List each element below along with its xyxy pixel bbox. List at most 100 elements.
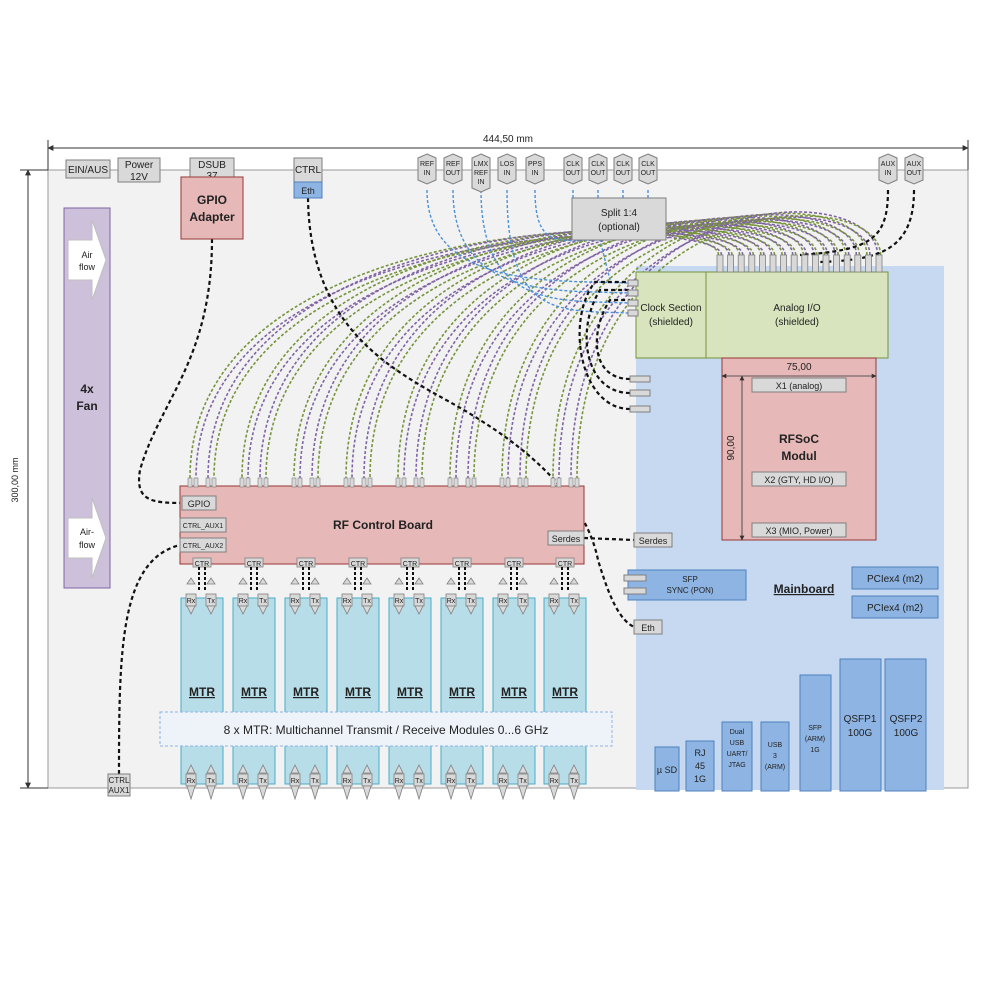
lmx-ref-in-label-3: IN [478, 179, 485, 186]
mtr-label: MTR [501, 685, 527, 699]
rf-board-pin [205, 477, 211, 488]
mtr-tx-bottom-label: Tx [259, 778, 267, 785]
cable [585, 288, 631, 395]
rj45-label-1: RJ [695, 748, 706, 758]
splitter-label-1: Split 1:4 [601, 208, 638, 219]
mtr-tx-top-label: Tx [467, 598, 475, 605]
airflow-top-label-1: Air [82, 250, 93, 260]
clock-section-label-2: (shielded) [649, 317, 693, 328]
serdes-port-label: Serdes [639, 536, 668, 546]
dual-usb-port [721, 721, 753, 792]
rj45-label-3: 1G [694, 774, 706, 784]
pps-in-label-2: IN [532, 170, 539, 177]
ref-out-label-1: REF [446, 161, 460, 168]
mtr-rx-bottom-label: Rx [291, 778, 300, 785]
rf-board-pin [297, 477, 303, 488]
cable [583, 536, 635, 542]
cable [552, 212, 868, 479]
gpio-adapter-label-1: GPIO [197, 193, 227, 207]
clk-out-2-label-2: OUT [591, 170, 607, 177]
analog-pin [748, 254, 756, 273]
mtr-rx-top-label: Rx [395, 598, 404, 605]
ctrl-aux1-bottom-label-1: CTRL [109, 776, 130, 785]
mtr-rx-bottom-label: Rx [239, 778, 248, 785]
top-connectors: EIN/AUS Power 12V DSUB 37 CTRL Eth [65, 157, 323, 199]
cable [452, 189, 629, 294]
analog-pin [822, 254, 830, 273]
cable [317, 228, 776, 479]
rfsoc-x1-label: X1 (analog) [776, 381, 823, 391]
qsfp1-label-2: 100G [848, 728, 873, 739]
rf-board-pin [349, 477, 355, 488]
rf-board-pin [523, 477, 529, 488]
clk-out-4-label-1: CLK [641, 161, 655, 168]
analog-pin [854, 254, 862, 273]
mainboard: Mainboard SFP SYNC (PON) PCIex4 (m2) PCI… [623, 566, 939, 792]
analog-pin [812, 254, 819, 273]
qsfp2-port [884, 658, 927, 792]
cable [403, 224, 808, 479]
mtr-rx-top-label: Rx [447, 598, 456, 605]
mtr-tx-bottom-label: Tx [415, 778, 423, 785]
mtr-tx-top-label: Tx [519, 598, 527, 605]
cable [480, 189, 629, 304]
dual-usb-label-3: UART/ [727, 751, 748, 758]
rf-serdes-port [547, 530, 585, 546]
rf-board-pin [550, 477, 556, 488]
rfsoc-x2-connector [751, 471, 847, 487]
clock-stub-3 [629, 405, 651, 413]
rf-board-pin [263, 477, 269, 488]
cable [799, 189, 890, 257]
eth-port [633, 619, 663, 635]
cable [578, 280, 631, 411]
power-label-1: Power [125, 160, 154, 171]
rj45-port [685, 740, 715, 792]
mtr-label: MTR [397, 685, 423, 699]
ctrl-aux1-bottom-label-2: AUX1 [109, 786, 130, 795]
rf-board-pin [211, 477, 217, 488]
analog-io-label-1: Analog I/O [773, 303, 820, 314]
dual-usb-label-2: USB [730, 740, 745, 747]
rf-gpio-port [181, 495, 217, 511]
cable [247, 231, 744, 479]
cable [117, 543, 181, 775]
sfp-sync-label-2: SYNC (PON) [666, 586, 713, 595]
mtr-tx-bottom-label: Tx [311, 778, 319, 785]
sfp-arm-port [799, 674, 832, 792]
analog-pin [843, 254, 851, 273]
eth-top-port [293, 181, 323, 199]
rf-gpio-label: GPIO [188, 499, 211, 509]
lmx-ref-in-label-1: LMX [474, 161, 489, 168]
ref-in-label-1: REF [420, 161, 434, 168]
cable [558, 216, 871, 479]
mtr-ctr-label: CTR [455, 561, 469, 568]
rf-control-board-title: RF Control Board [333, 518, 433, 532]
fan-label-2: Fan [76, 399, 97, 413]
rf-ctrl-aux2-port [179, 537, 227, 553]
cable [241, 228, 741, 479]
analog-pin [716, 254, 724, 273]
cable [207, 229, 730, 479]
mtr-rx-top-label: Rx [291, 598, 300, 605]
cable [507, 219, 850, 479]
mtr-rx-top-label: Rx [187, 598, 196, 605]
airflow-top-arrow [67, 219, 107, 301]
rf-board-pin [465, 477, 471, 488]
mtr-label: MTR [189, 685, 215, 699]
cable [351, 226, 786, 479]
mtr-label: MTR [241, 685, 267, 699]
mtr-ctr-label: CTR [403, 561, 417, 568]
rj45-label-2: 45 [695, 761, 705, 771]
cable [819, 189, 916, 264]
cable [293, 225, 762, 479]
rfsoc-title-2: Modul [781, 449, 816, 463]
mainboard-area-ext [636, 430, 646, 440]
